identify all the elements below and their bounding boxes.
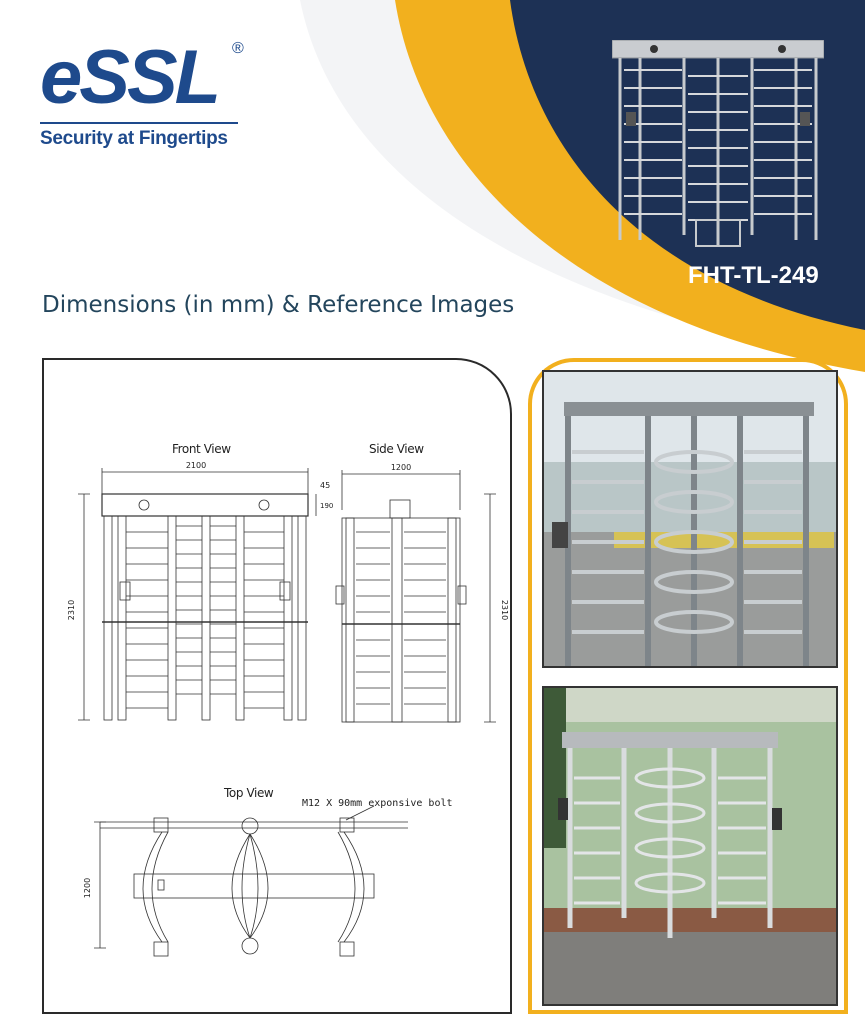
brand-tagline: Security at Fingertips xyxy=(40,128,228,149)
reference-images-frame xyxy=(528,358,848,1014)
top-view-label: Top View xyxy=(224,786,274,800)
product-image xyxy=(612,40,824,247)
section-title: Dimensions (in mm) & Reference Images xyxy=(42,292,515,318)
bolt-note: M12 X 90mm exponsive bolt xyxy=(302,798,453,809)
side-view-drawing xyxy=(335,470,496,723)
logo-divider xyxy=(40,122,238,124)
swoosh-navy xyxy=(510,0,865,330)
top-bar-dim: 45 xyxy=(320,481,330,490)
front-height-dim: 2310 xyxy=(67,600,76,620)
drawing-panel: Front View Side View Top View xyxy=(42,358,512,1014)
brand-wordmark: eSSL xyxy=(40,35,221,120)
registered-mark: ® xyxy=(232,40,244,57)
side-view-label: Side View xyxy=(369,442,424,456)
product-model: FHT-TL-249 xyxy=(688,262,819,289)
technical-drawings: 2100 1200 45 190 2310 2310 1200 M12 X 90… xyxy=(67,461,509,957)
reference-photo-1 xyxy=(542,370,838,668)
top-depth-dim: 1200 xyxy=(83,878,92,898)
side-width-dim: 1200 xyxy=(391,463,411,472)
front-width-dim: 2100 xyxy=(186,461,206,470)
front-view-label: Front View xyxy=(172,442,231,456)
top-view-drawing xyxy=(94,805,408,957)
top-offset-dim: 190 xyxy=(320,502,333,510)
reference-photo-2 xyxy=(542,686,838,1006)
brand-logo: eSSL ® Security at Fingertips xyxy=(40,35,244,150)
side-height-dim: 2310 xyxy=(500,600,509,620)
front-view-drawing xyxy=(78,468,317,721)
